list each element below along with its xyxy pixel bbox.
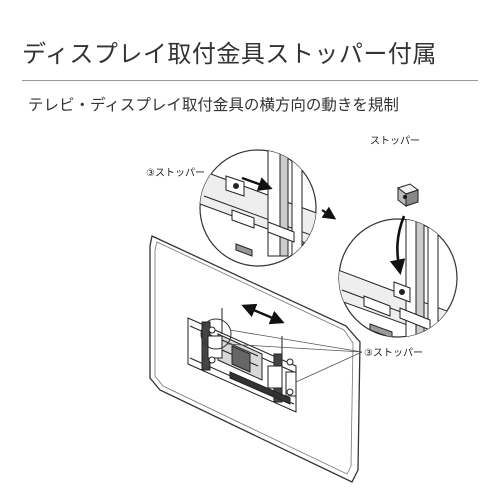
zoom-detail-right — [338, 215, 458, 338]
callout-part-label: ストッパー — [370, 135, 420, 147]
horizontal-movement-arrow — [241, 303, 285, 325]
page-title: ディスプレイ取付金具ストッパー付属 — [22, 40, 437, 68]
wall-bracket — [187, 308, 297, 413]
zoom-detail-top — [199, 149, 317, 267]
callout-bottom-right-label: ③ストッパー — [364, 347, 423, 359]
sequence-arrow — [321, 206, 337, 220]
stopper-part — [396, 183, 420, 207]
title-divider — [22, 80, 478, 81]
stopper-highlight-circle — [200, 318, 232, 350]
callout-top-left-label: ③ストッパー — [146, 167, 205, 179]
page-subtitle: テレビ・ディスプレイ取付金具の横方向の動きを規制 — [28, 96, 399, 114]
